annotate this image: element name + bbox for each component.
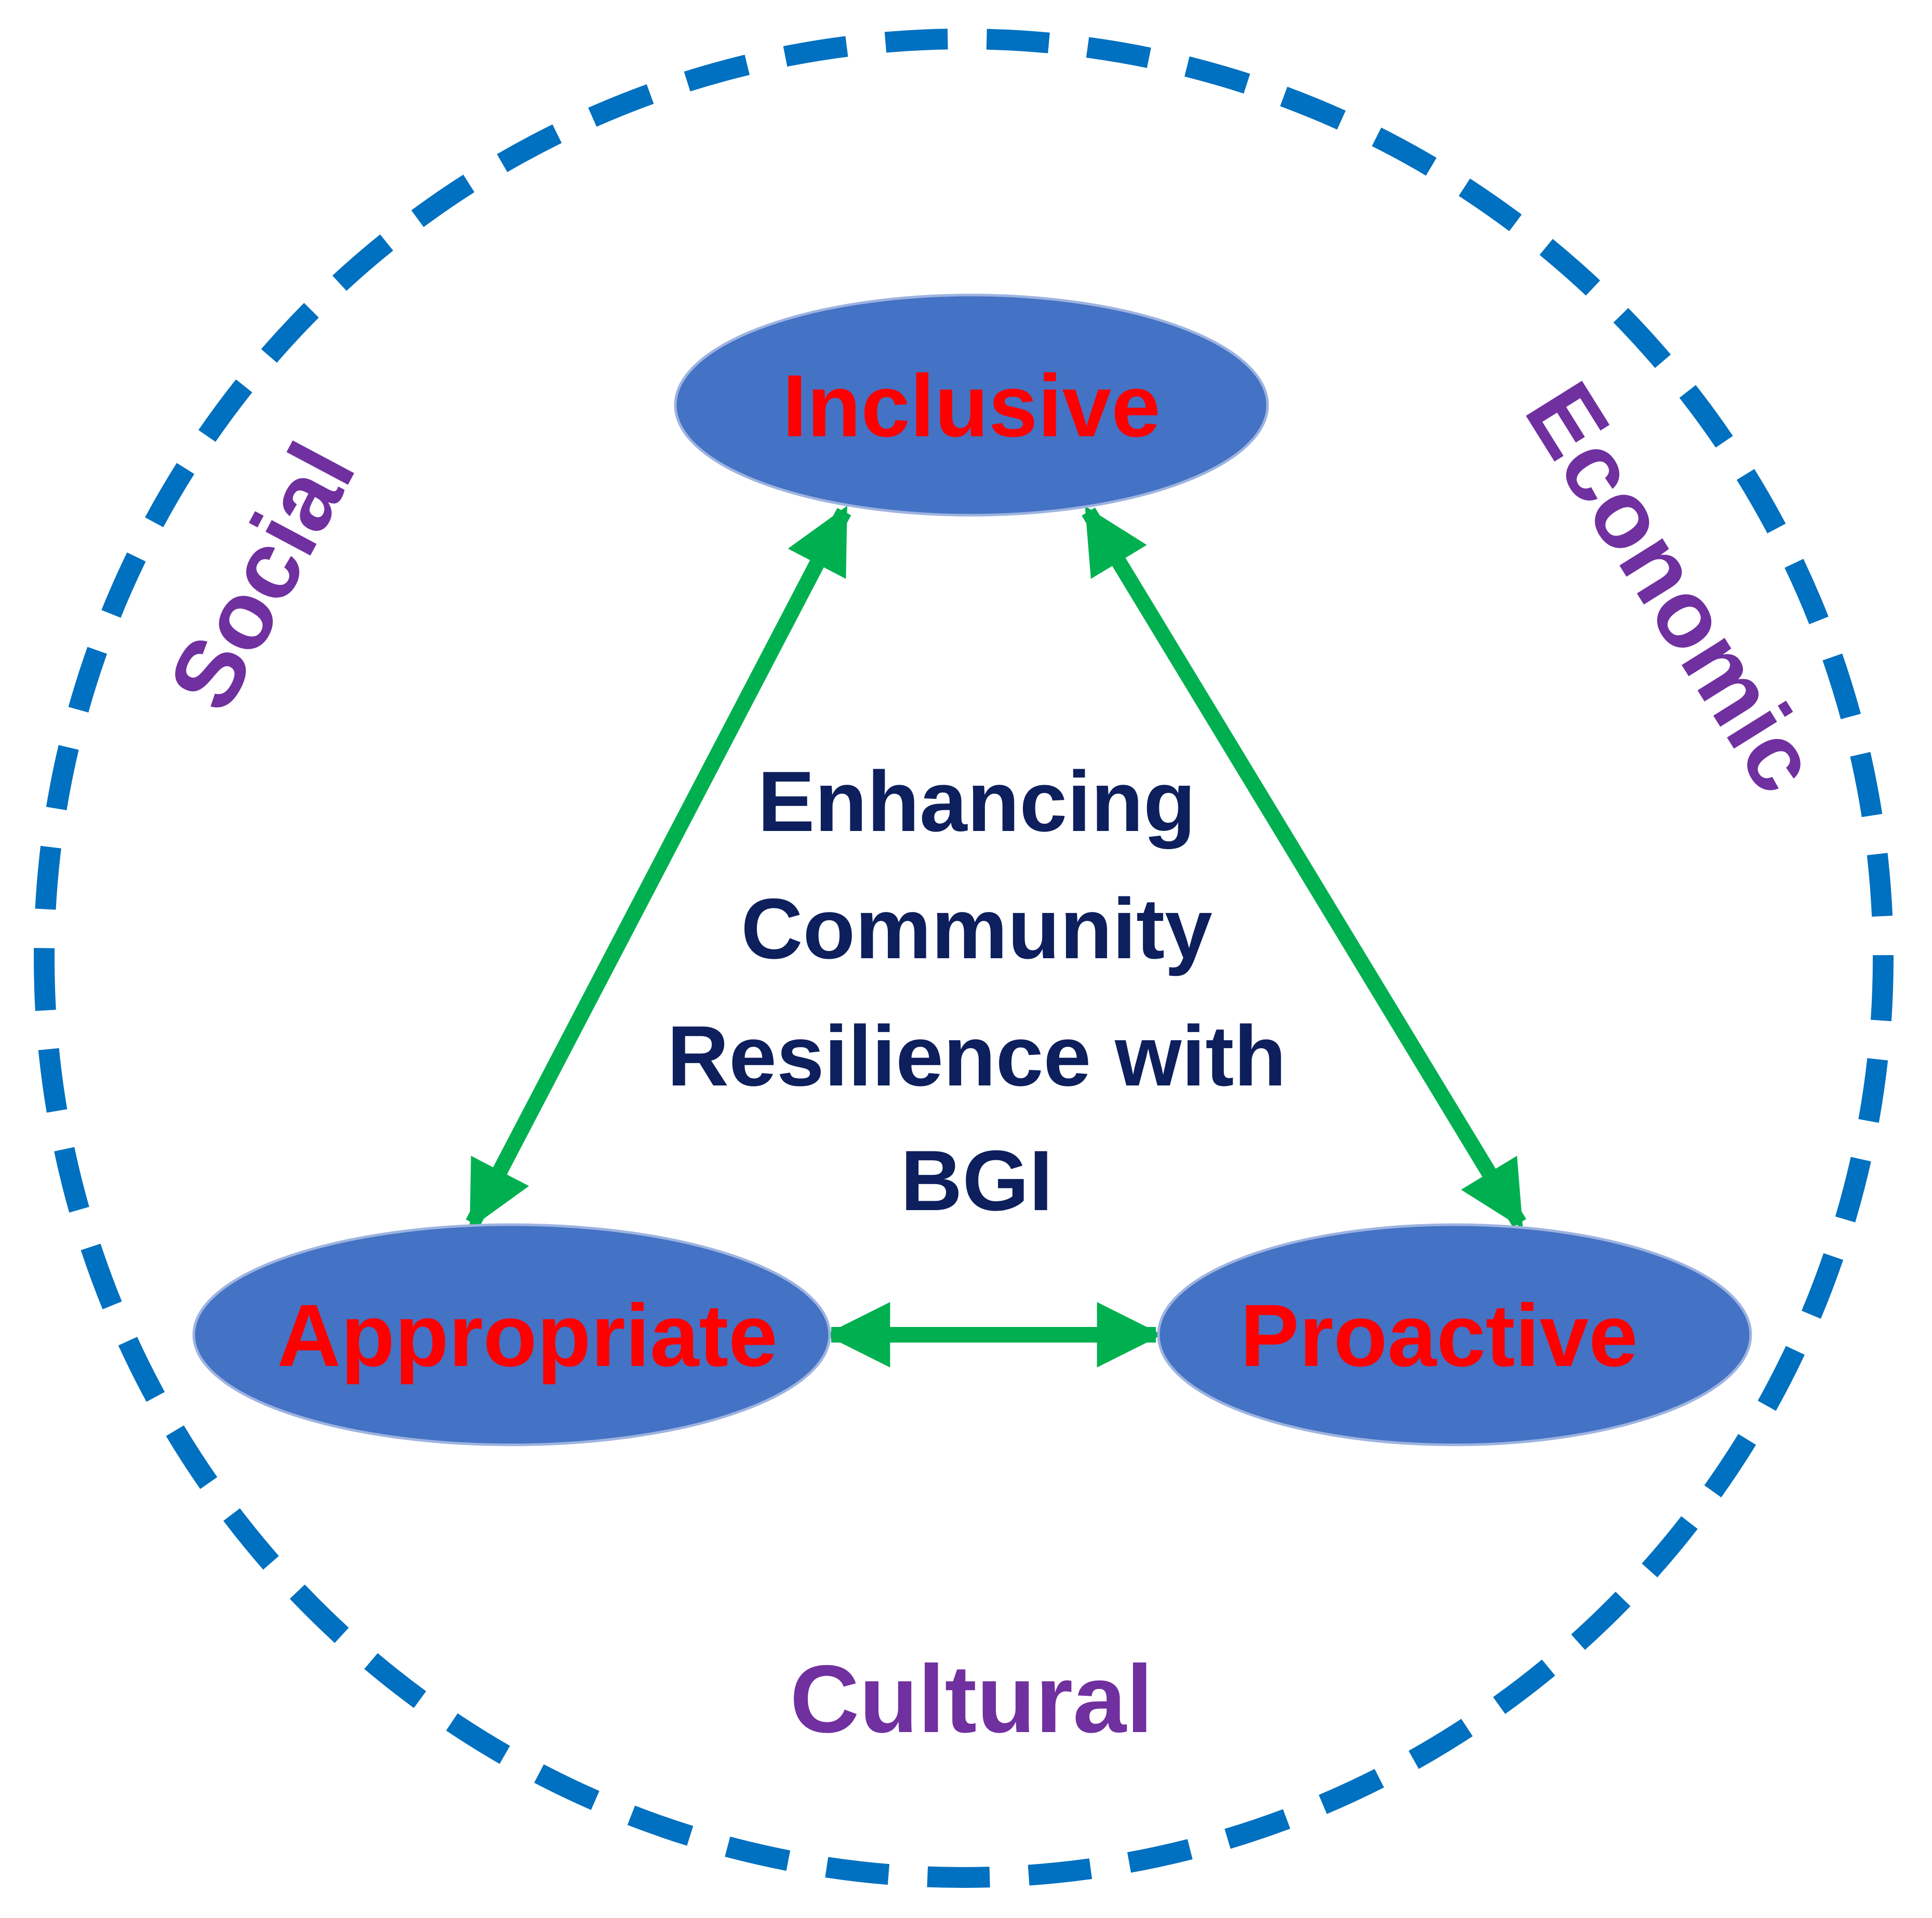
node-proactive: Proactive [1157, 1223, 1752, 1446]
center-title: Enhancing Community Resilience with BGI [667, 754, 1286, 1228]
context-economic-label: Economic [1505, 365, 1839, 811]
node-appropriate-ellipse [192, 1223, 831, 1446]
node-proactive-ellipse [1157, 1223, 1752, 1446]
node-proactive-label: Proactive [1240, 1286, 1637, 1385]
node-inclusive-ellipse [674, 293, 1269, 517]
node-appropriate-label: Appropriate [277, 1286, 777, 1385]
arrow-inclusive-appropriate [465, 505, 851, 1229]
node-inclusive: Inclusive [674, 293, 1269, 517]
center-title-line-1: Enhancing [757, 754, 1195, 849]
arrow-inclusive-proactive [1082, 506, 1526, 1229]
center-title-line-2: Community [741, 881, 1213, 976]
center-title-line-4: BGI [900, 1133, 1052, 1228]
center-title-line-3: Resilience with [667, 1008, 1286, 1104]
node-inclusive-label: Inclusive [782, 357, 1161, 455]
node-appropriate: Appropriate [192, 1223, 831, 1446]
boundary-circle [34, 29, 1894, 1888]
context-cultural-label: Cultural [790, 1646, 1153, 1753]
